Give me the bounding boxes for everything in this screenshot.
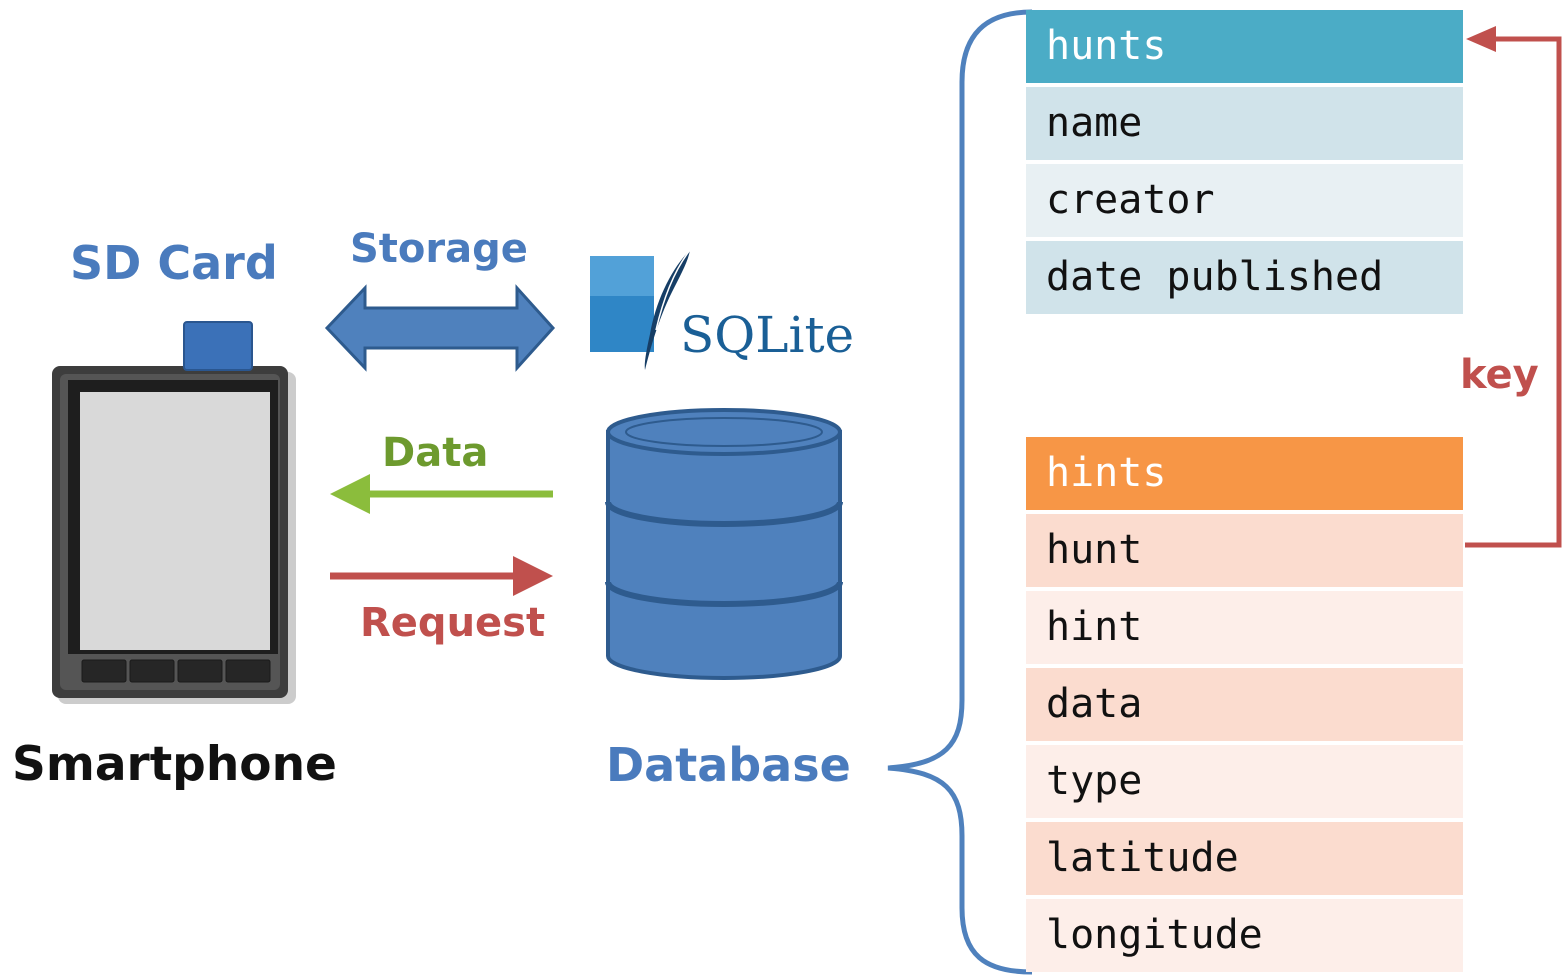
table-row: name	[1026, 87, 1463, 160]
data-label: Data	[382, 430, 489, 476]
hunts-table-header: hunts	[1026, 10, 1463, 83]
hints-table: hints hunt hint data type latitude longi…	[1026, 437, 1463, 976]
table-row: hunt	[1026, 514, 1463, 587]
request-arrow	[330, 556, 553, 596]
data-arrow	[330, 474, 553, 514]
sqlite-logo	[590, 249, 691, 370]
curly-brace	[887, 9, 1033, 975]
key-connector-arrow	[1465, 26, 1562, 548]
sqlite-logo-text: SQLite	[680, 306, 855, 364]
database-icon	[605, 408, 843, 680]
storage-double-arrow	[324, 284, 556, 372]
hunts-table: hunts name creator date published	[1026, 10, 1463, 318]
smartphone-icon	[52, 366, 296, 704]
key-label: key	[1460, 352, 1539, 398]
hints-table-header: hints	[1026, 437, 1463, 510]
request-label: Request	[360, 600, 546, 646]
storage-label: Storage	[350, 226, 528, 272]
table-row: data	[1026, 668, 1463, 741]
table-row: type	[1026, 745, 1463, 818]
table-row: hint	[1026, 591, 1463, 664]
table-row: creator	[1026, 164, 1463, 237]
sd-card-icon	[183, 321, 253, 371]
table-row: date published	[1026, 241, 1463, 314]
sd-card-label: SD Card	[70, 236, 278, 290]
smartphone-label: Smartphone	[12, 737, 337, 792]
table-row: longitude	[1026, 899, 1463, 972]
table-row: latitude	[1026, 822, 1463, 895]
database-label: Database	[606, 738, 851, 792]
